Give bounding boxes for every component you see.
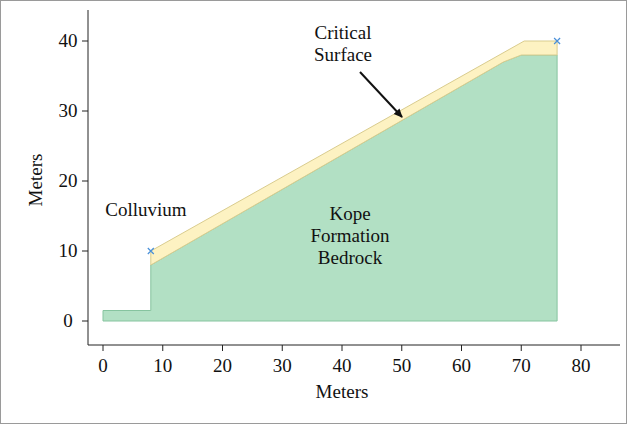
x-tick — [103, 345, 104, 351]
tick-label: 70 — [512, 355, 531, 377]
tick-label: 0 — [98, 355, 108, 377]
tick-label: 40 — [333, 355, 352, 377]
x-axis — [88, 345, 620, 346]
tick-label: 20 — [213, 355, 232, 377]
x-tick — [461, 345, 462, 351]
axis-title: Meters — [25, 154, 47, 207]
x-tick — [162, 345, 163, 351]
y-tick — [82, 321, 88, 322]
bedrock-region — [103, 55, 557, 321]
tick-label: 30 — [273, 355, 292, 377]
y-tick — [82, 41, 88, 42]
tick-label: 50 — [392, 355, 411, 377]
tick-label: 10 — [59, 240, 78, 262]
x-tick — [282, 345, 283, 351]
tick-label: 0 — [63, 310, 73, 332]
x-tick — [222, 345, 223, 351]
x-tick — [401, 345, 402, 351]
tick-label: 20 — [59, 170, 78, 192]
y-tick — [82, 251, 88, 252]
point-marker — [148, 248, 154, 254]
x-tick — [581, 345, 582, 351]
point-marker — [554, 38, 560, 44]
x-tick — [342, 345, 343, 351]
tick-label: 40 — [59, 30, 78, 52]
y-tick — [82, 111, 88, 112]
tick-label: 80 — [572, 355, 591, 377]
axis-title: Meters — [316, 381, 369, 403]
y-axis — [88, 10, 89, 345]
callout-label: Critical Surface — [293, 22, 393, 66]
y-tick — [82, 181, 88, 182]
tick-label: 60 — [452, 355, 471, 377]
tick-label: 30 — [59, 100, 78, 122]
x-tick — [521, 345, 522, 351]
tick-label: 10 — [153, 355, 172, 377]
layer-label: Colluvium — [105, 199, 186, 221]
region-label: Kope Formation Bedrock — [294, 203, 406, 269]
leader-arrow — [360, 72, 402, 117]
